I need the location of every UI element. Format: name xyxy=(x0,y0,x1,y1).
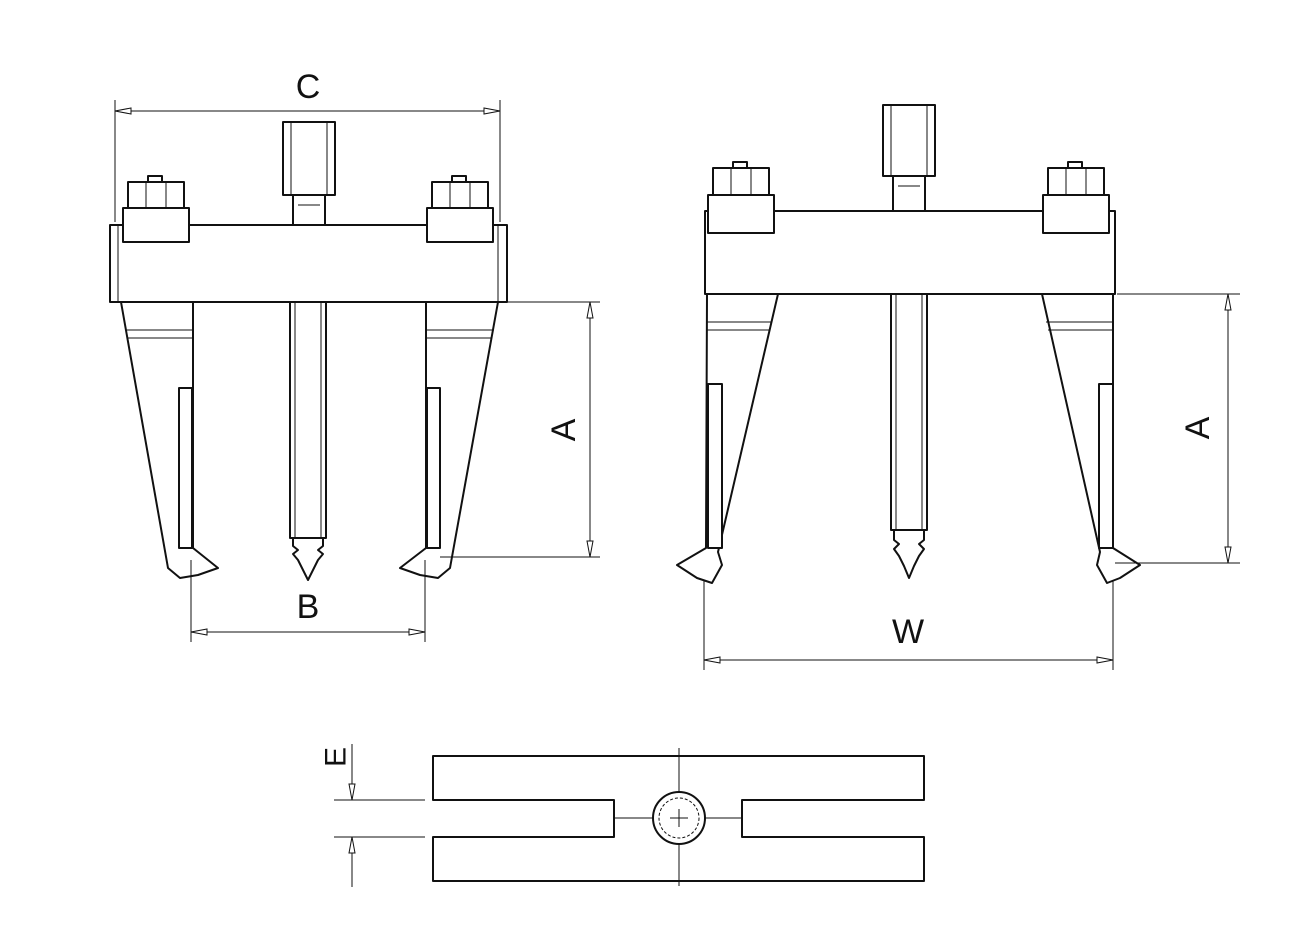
side-view: A W xyxy=(676,104,1240,670)
right-bolt xyxy=(426,175,494,243)
left-bolt xyxy=(122,175,190,243)
front-view: C A B xyxy=(109,68,600,642)
screw-hex-head-side xyxy=(882,104,936,212)
center-screw-side xyxy=(890,293,928,531)
left-jaw xyxy=(120,301,219,579)
dim-label-a-front: A xyxy=(545,418,583,441)
left-jaw-side xyxy=(676,293,779,584)
top-view: E xyxy=(320,744,925,887)
dim-label-e: E xyxy=(320,747,353,767)
dim-label-a-side: A xyxy=(1179,416,1217,439)
top-bar-outline xyxy=(432,755,925,882)
right-jaw xyxy=(399,301,499,579)
left-bolt-side xyxy=(707,161,775,234)
dim-label-c: C xyxy=(296,68,321,106)
dim-label-b: B xyxy=(297,588,320,626)
right-jaw-side xyxy=(1041,293,1141,584)
dim-label-w: W xyxy=(892,613,924,651)
center-screw xyxy=(289,301,327,539)
screw-hex-head xyxy=(282,121,336,226)
right-bolt-side xyxy=(1042,161,1110,234)
